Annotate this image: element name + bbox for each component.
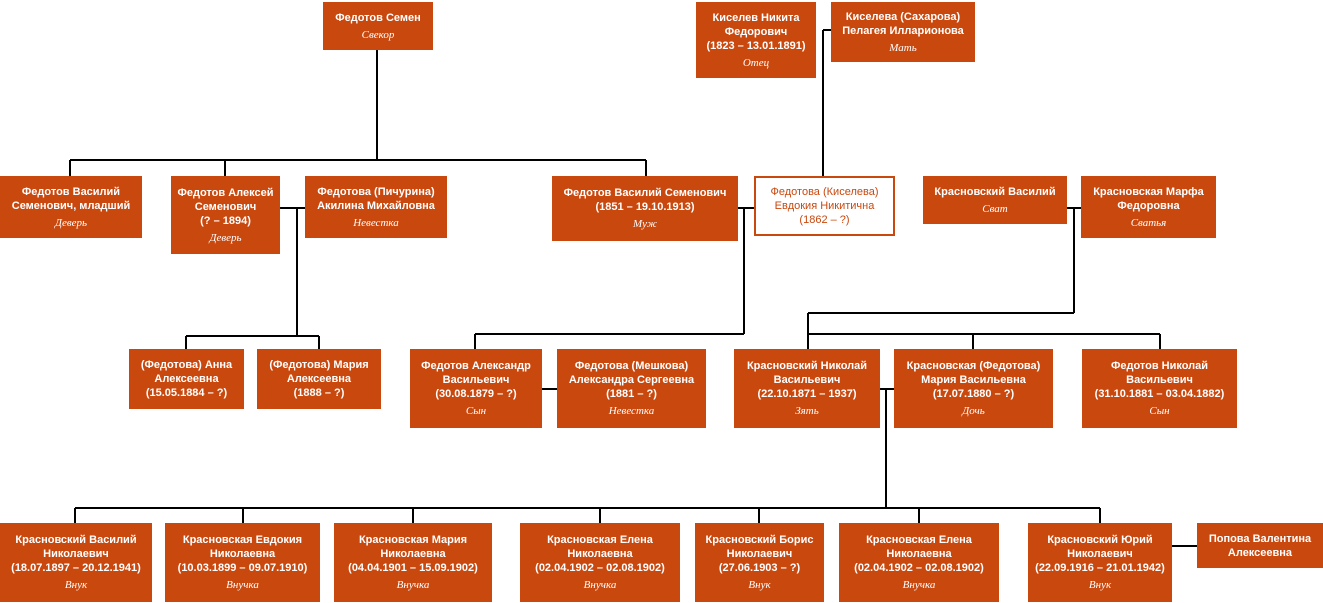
node-mariya-v: Красновская (Федотова) Мария Васильевна … bbox=[894, 349, 1053, 428]
person-role: Внук bbox=[748, 579, 771, 591]
person-role: Внук bbox=[64, 579, 88, 591]
node-fedotov-semen: Федотов Семен Свекор bbox=[323, 2, 433, 50]
person-role: Отец bbox=[742, 56, 770, 69]
node-mariya-a: (Федотова) Мария Алексеевна (1888 – ?) bbox=[257, 349, 381, 409]
node-fedotova-evdokiya: Федотова (Киселева) Евдокия Никитична (1… bbox=[754, 176, 895, 236]
person-name: Красновская Мария Николаевна bbox=[358, 534, 468, 560]
person-dates: (1862 – ?) bbox=[799, 214, 850, 226]
person-dates: (04.04.1901 – 15.09.1902) bbox=[348, 562, 478, 574]
node-elena-n1: Красновская Елена Николаевна (02.04.1902… bbox=[520, 523, 680, 602]
node-yuri-n: Красновский Юрий Николаевич (22.09.1916 … bbox=[1028, 523, 1172, 602]
person-role: Невестка bbox=[608, 405, 655, 417]
person-role: Сын bbox=[1149, 405, 1170, 417]
person-role: Зять bbox=[795, 405, 819, 417]
node-aleksandra: Федотова (Мешкова) Александра Сергеевна … bbox=[557, 349, 706, 428]
person-role: Деверь bbox=[54, 216, 88, 229]
person-name: (Федотова) Анна Алексеевна bbox=[140, 359, 233, 385]
person-role: Невестка bbox=[353, 216, 399, 229]
person-name: Красновская (Федотова) Мария Васильевна bbox=[906, 360, 1041, 386]
person-role: Внук bbox=[1088, 579, 1112, 591]
person-name: Красновский Василий Николаевич bbox=[15, 534, 137, 560]
person-name: Красновский Юрий Николаевич bbox=[1047, 534, 1153, 560]
person-name: Красновский Николай Васильевич bbox=[746, 360, 868, 386]
node-boris-n: Красновский Борис Николаевич (27.06.1903… bbox=[695, 523, 824, 602]
person-role: Внучка bbox=[583, 579, 617, 591]
person-role: Внучка bbox=[226, 579, 259, 591]
person-role: Внучка bbox=[396, 579, 430, 591]
node-elena-n2: Красновская Елена Николаевна (02.04.1902… bbox=[839, 523, 999, 602]
person-name: Киселев Никита Федорович bbox=[712, 11, 800, 38]
node-evdokiya-n: Красновская Евдокия Николаевна (10.03.18… bbox=[165, 523, 320, 602]
person-name: Красновский Борис Николаевич bbox=[705, 534, 814, 560]
person-name: Федотов Александр Васильевич bbox=[421, 360, 531, 386]
person-dates: (1881 – ?) bbox=[606, 388, 657, 400]
person-name: Федотов Василий Семенович bbox=[563, 187, 727, 199]
person-dates: (15.05.1884 – ?) bbox=[145, 387, 228, 399]
person-name: Красновская Елена Николаевна bbox=[547, 534, 653, 560]
person-name: Федотов Семен bbox=[335, 11, 421, 24]
person-dates: (? – 1894) bbox=[200, 214, 251, 227]
person-dates: (02.04.1902 – 02.08.1902) bbox=[854, 562, 984, 574]
person-name: Федотова (Мешкова) Александра Сергеевна bbox=[568, 360, 695, 386]
person-name: (Федотова) Мария Алексеевна bbox=[269, 359, 369, 385]
person-dates: (30.08.1879 – ?) bbox=[435, 388, 517, 400]
person-dates: (27.06.1903 – ?) bbox=[718, 562, 801, 574]
node-kiselev-nikita: Киселев Никита Федорович (1823 – 13.01.1… bbox=[696, 2, 816, 78]
node-fedotova-akilina: Федотова (Пичурина) Акилина Михайловна Н… bbox=[305, 176, 447, 238]
node-fedotov-vasily: Федотов Василий Семенович (1851 – 19.10.… bbox=[552, 176, 738, 241]
person-dates: (1851 – 19.10.1913) bbox=[595, 201, 695, 213]
person-role: Муж bbox=[632, 218, 657, 230]
person-dates: (17.07.1880 – ?) bbox=[932, 388, 1015, 400]
person-name: Федотов Василий Семенович, младший bbox=[11, 185, 131, 212]
person-role: Дочь bbox=[962, 405, 985, 417]
person-dates: (1888 – ?) bbox=[293, 387, 345, 399]
person-dates: (31.10.1881 – 03.04.1882) bbox=[1094, 388, 1225, 400]
person-dates: (22.09.1916 – 21.01.1942) bbox=[1035, 562, 1165, 574]
person-dates: (1823 – 13.01.1891) bbox=[706, 39, 806, 52]
person-name: Попова Валентина Алексеевна bbox=[1208, 532, 1312, 559]
person-name: Киселева (Сахарова) Пелагея Илларионова bbox=[842, 10, 964, 37]
person-name: Федотов Алексей Семенович bbox=[177, 186, 274, 213]
person-role: Сын bbox=[465, 405, 487, 417]
node-fedotov-aleksey: Федотов Алексей Семенович (? – 1894) Дев… bbox=[171, 176, 280, 254]
person-name: Красновская Елена Николаевна bbox=[866, 534, 972, 560]
person-role: Внучка bbox=[902, 579, 936, 591]
person-name: Красновская Марфа Федоровна bbox=[1093, 185, 1204, 212]
person-role: Сват bbox=[982, 202, 1008, 215]
node-kiseleva-pelageya: Киселева (Сахарова) Пелагея Илларионова … bbox=[831, 2, 975, 62]
person-role: Деверь bbox=[209, 231, 242, 244]
person-name: Федотова (Киселева) Евдокия Никитична bbox=[770, 186, 879, 212]
person-dates: (02.04.1902 – 02.08.1902) bbox=[535, 562, 665, 574]
node-krasnovsky-vasily-svat: Красновский Василий Сват bbox=[923, 176, 1067, 224]
person-name: Федотов Николай Васильевич bbox=[1110, 360, 1209, 386]
node-nikolay-kr: Красновский Николай Васильевич (22.10.18… bbox=[734, 349, 880, 428]
person-name: Красновская Евдокия Николаевна bbox=[182, 534, 303, 560]
node-anna: (Федотова) Анна Алексеевна (15.05.1884 –… bbox=[129, 349, 244, 409]
person-role: Сватья bbox=[1130, 216, 1167, 229]
node-vasily-n: Красновский Василий Николаевич (18.07.18… bbox=[0, 523, 152, 602]
node-aleksandr: Федотов Александр Васильевич (30.08.1879… bbox=[410, 349, 542, 428]
person-dates: (18.07.1897 – 20.12.1941) bbox=[11, 562, 141, 574]
person-name: Красновский Василий bbox=[934, 185, 1056, 198]
node-popova: Попова Валентина Алексеевна bbox=[1197, 523, 1323, 568]
person-name: Федотова (Пичурина) Акилина Михайловна bbox=[317, 185, 435, 212]
node-nikolay-f: Федотов Николай Васильевич (31.10.1881 –… bbox=[1082, 349, 1237, 428]
person-dates: (22.10.1871 – 1937) bbox=[757, 388, 857, 400]
node-fedotov-vasily-ml: Федотов Василий Семенович, младший Девер… bbox=[0, 176, 142, 238]
node-krasnovskaya-marfa: Красновская Марфа Федоровна Сватья bbox=[1081, 176, 1216, 238]
person-role: Мать bbox=[889, 41, 917, 54]
person-role: Свекор bbox=[361, 28, 395, 41]
person-dates: (10.03.1899 – 09.07.1910) bbox=[177, 562, 308, 574]
node-mariya-n: Красновская Мария Николаевна (04.04.1901… bbox=[334, 523, 492, 602]
